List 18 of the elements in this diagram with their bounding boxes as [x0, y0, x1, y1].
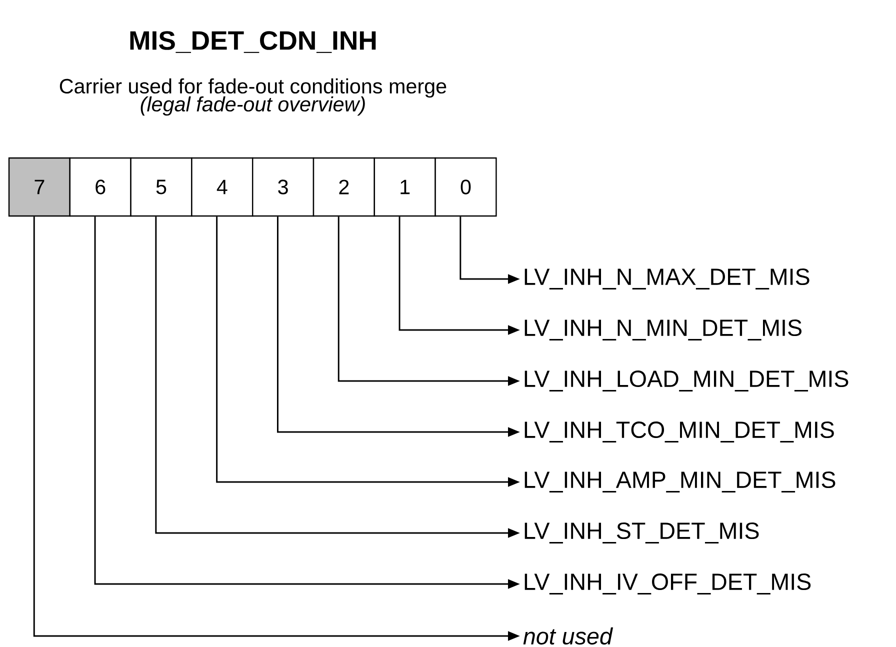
bit-cell: 5 — [130, 157, 192, 217]
signal-name: LV_INH_AMP_MIN_DET_MIS — [524, 472, 836, 492]
bit-cell: 6 — [69, 157, 132, 217]
bit-cell: 4 — [191, 157, 254, 217]
title: MIS_DET_CDN_INH — [130, 31, 376, 53]
signal-name: LV_INH_IV_OFF_DET_MIS — [524, 574, 811, 594]
signal-name: LV_INH_LOAD_MIN_DET_MIS — [524, 370, 848, 392]
signal-name: LV_INH_N_MIN_DET_MIS — [524, 320, 802, 340]
bit-cell: 0 — [434, 157, 497, 217]
bit-cell: 7 — [8, 157, 70, 217]
bit-cell: 3 — [252, 157, 314, 217]
bit-cell: 2 — [312, 157, 375, 217]
signal-name: LV_INH_ST_DET_MIS — [524, 522, 759, 544]
signal-name: not used — [523, 627, 614, 645]
signal-name: LV_INH_TCO_MIN_DET_MIS — [524, 422, 834, 442]
subtitle: (legal fade-out overview) — [140, 96, 365, 116]
bit-cell: 1 — [374, 157, 436, 217]
signal-name: LV_INH_N_MAX_DET_MIS — [524, 268, 810, 290]
